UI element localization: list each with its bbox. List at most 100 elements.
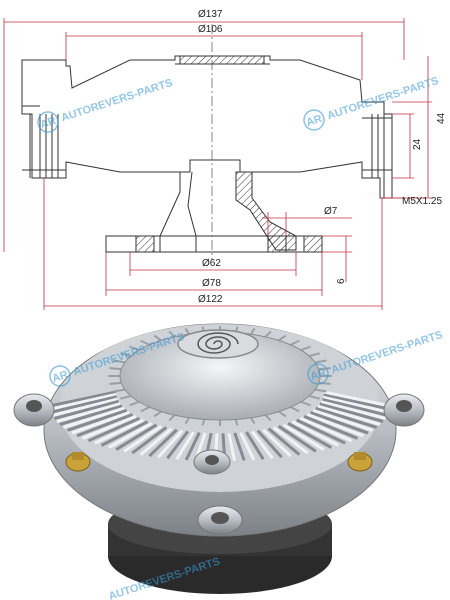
fin bbox=[62, 406, 125, 429]
dome-rib bbox=[113, 388, 126, 393]
dim-height-44: 44 bbox=[436, 112, 447, 124]
fin bbox=[66, 408, 128, 432]
watermark-1: AR AUTOREVERS-PARTS bbox=[37, 77, 174, 133]
fin bbox=[317, 404, 381, 426]
watermark-2: AR AUTOREVERS-PARTS bbox=[303, 75, 440, 131]
fin bbox=[320, 399, 386, 420]
fin bbox=[56, 402, 121, 423]
dome-rib bbox=[300, 345, 311, 352]
fin bbox=[175, 431, 195, 460]
dome-rib bbox=[318, 367, 331, 371]
fin bbox=[277, 424, 317, 453]
fin bbox=[282, 423, 325, 451]
dim-height-24: 24 bbox=[412, 138, 423, 150]
bimetal-coil bbox=[177, 329, 259, 359]
dome-rib bbox=[119, 352, 132, 357]
dome-rib bbox=[314, 359, 327, 364]
dome-rib bbox=[119, 395, 132, 400]
dome-rib bbox=[153, 334, 162, 342]
fin bbox=[100, 420, 149, 447]
fin bbox=[227, 432, 237, 462]
watermark-text: AUTOREVERS-PARTS bbox=[60, 77, 174, 124]
housing-outline bbox=[21, 55, 393, 199]
fin bbox=[310, 410, 369, 435]
dome-rib bbox=[140, 406, 150, 413]
fin bbox=[157, 429, 184, 459]
shaft-section bbox=[159, 171, 197, 253]
fin bbox=[250, 430, 274, 460]
fin bbox=[148, 428, 178, 458]
dome-rib bbox=[109, 367, 122, 371]
fin bbox=[54, 399, 120, 420]
dome-rib bbox=[308, 352, 321, 357]
dome-rib bbox=[129, 400, 140, 407]
fin bbox=[233, 432, 246, 461]
shaft-right-section bbox=[235, 171, 297, 251]
fin bbox=[87, 416, 141, 443]
dimension-lines bbox=[3, 18, 432, 310]
mounting-lugs bbox=[13, 393, 425, 535]
fin bbox=[323, 390, 391, 408]
fin bbox=[123, 424, 163, 453]
dome-rib bbox=[290, 339, 300, 346]
fin bbox=[166, 430, 190, 460]
dome-rib bbox=[308, 395, 321, 400]
fin bbox=[245, 431, 265, 460]
dome-rib bbox=[109, 381, 122, 385]
fin bbox=[303, 414, 359, 440]
dome-rib bbox=[168, 330, 176, 338]
technical-drawing bbox=[21, 55, 393, 253]
fin bbox=[107, 421, 153, 449]
fin bbox=[299, 416, 353, 443]
dome-rib bbox=[234, 419, 239, 426]
dome-rib bbox=[250, 327, 256, 335]
watermark-text: AUTOREVERS-PARTS bbox=[326, 75, 440, 122]
dome-rib bbox=[278, 334, 287, 342]
dim-diameter-122: Ø122 bbox=[198, 294, 223, 305]
bimetal-window bbox=[179, 55, 265, 65]
fin bbox=[315, 406, 378, 429]
dome-rib bbox=[264, 330, 272, 338]
fin bbox=[319, 402, 384, 423]
fin bbox=[59, 404, 123, 426]
fin bbox=[306, 412, 364, 438]
fin bbox=[49, 390, 117, 408]
fin bbox=[131, 426, 168, 455]
dome-rib bbox=[250, 417, 256, 425]
fin bbox=[262, 428, 292, 458]
fin bbox=[52, 397, 118, 417]
dome-rib bbox=[113, 359, 126, 364]
dome-rib bbox=[153, 410, 162, 418]
fin bbox=[272, 426, 309, 455]
fin bbox=[322, 395, 390, 414]
fin bbox=[267, 427, 301, 456]
fin bbox=[256, 429, 283, 459]
fin bbox=[322, 397, 388, 417]
dome-rib bbox=[168, 414, 176, 422]
dome-rib bbox=[129, 345, 140, 352]
watermark-logo: AR bbox=[39, 115, 58, 131]
dome-rib bbox=[184, 417, 190, 425]
fin bbox=[312, 408, 374, 432]
fin bbox=[81, 414, 137, 440]
dim-diameter-7: Ø7 bbox=[324, 206, 338, 217]
dim-height-6: 6 bbox=[336, 278, 347, 284]
fin bbox=[94, 418, 145, 445]
fin bbox=[287, 421, 333, 449]
dome-rib bbox=[314, 388, 327, 393]
dome-rib bbox=[201, 419, 206, 426]
right-fin-detail bbox=[362, 114, 392, 198]
dim-diameter-78: Ø78 bbox=[202, 278, 221, 289]
mounting-bolts bbox=[65, 452, 373, 472]
dome-rib bbox=[300, 400, 311, 407]
dome-rib bbox=[290, 406, 300, 413]
watermark-logo: AR bbox=[305, 113, 324, 129]
dome-rib bbox=[140, 339, 150, 346]
fin bbox=[76, 412, 134, 438]
fin bbox=[115, 423, 158, 451]
dome-rib bbox=[184, 327, 190, 335]
fin bbox=[71, 410, 130, 435]
dim-diameter-62: Ø62 bbox=[202, 258, 221, 269]
fin bbox=[50, 395, 118, 414]
